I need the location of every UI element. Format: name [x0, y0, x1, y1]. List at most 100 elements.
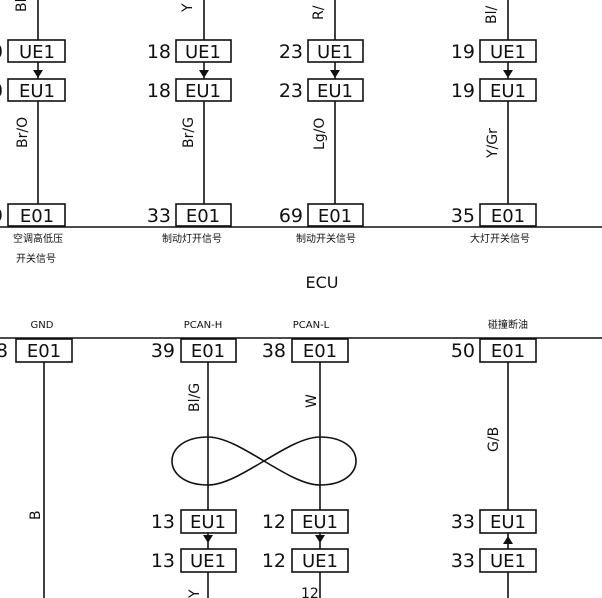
wire-b3-bottom-label: 12 — [301, 586, 319, 598]
top-wires — [37, 0, 509, 205]
eu1-box-b3 — [291, 509, 349, 534]
ue1-pin-c3: 23 — [279, 41, 303, 63]
ue1-box-c4 — [479, 39, 537, 63]
arrows-bottom — [203, 535, 513, 544]
eu1-pin-b2: 13 — [151, 511, 175, 533]
eu1-row-top — [7, 78, 537, 102]
signal-b3: PCAN-L — [293, 320, 330, 331]
eu1-label-c4: EU1 — [490, 81, 526, 102]
eu1-box-c2 — [175, 78, 232, 102]
ue1-label-c3: UE1 — [317, 42, 353, 63]
ue1-label-c2: UE1 — [185, 42, 221, 63]
e01-pin-c4: 35 — [451, 205, 475, 227]
eu1-label-c1: EU1 — [19, 81, 55, 102]
e01-box-b1 — [15, 338, 73, 363]
arrow-c3 — [330, 70, 340, 78]
wire-b3-label: W — [304, 394, 320, 408]
wire-top-c3: R/ — [311, 5, 327, 20]
ue1-pin-b2: 13 — [151, 550, 175, 572]
e01-box-c3 — [307, 203, 364, 227]
e01-box-b4 — [479, 338, 537, 363]
e01-box-c2 — [175, 203, 232, 227]
ue1-box-b3 — [291, 548, 349, 573]
ue1-box-c1 — [7, 39, 66, 63]
e01-box-b2 — [180, 338, 237, 363]
wire-mid-c4: Y/Gr — [485, 128, 501, 159]
wire-b2-bottom-label: Y — [187, 589, 203, 598]
ue1-label-b2: UE1 — [190, 551, 226, 572]
ue1-pin-c2: 18 — [147, 41, 171, 63]
eu1-row-bottom — [180, 509, 537, 534]
e01-pin-b4: 50 — [451, 340, 475, 362]
eu1-pin-b4: 33 — [451, 511, 475, 533]
wire-mid-c3: Lg/O — [312, 118, 328, 150]
eu1-pin-c1: 0 — [0, 80, 3, 102]
arrows-top — [33, 70, 513, 78]
wire-top-c4: Bl/ — [484, 6, 500, 24]
e01-pin-c3: 69 — [279, 205, 303, 227]
wire-mid-c2: Br/G — [181, 117, 197, 148]
eu1-pin-c4: 19 — [451, 80, 475, 102]
wire-top-c1: Bl — [14, 0, 30, 12]
signal-c2: 制动灯开信号 — [162, 232, 222, 245]
e01-box-c4 — [479, 203, 537, 227]
arrow-c2 — [199, 70, 209, 78]
e01-label-c2: E01 — [186, 206, 220, 227]
ue1-label-c4: UE1 — [490, 42, 526, 63]
signal-c3: 制动开关信号 — [296, 232, 356, 245]
signal-b2: PCAN-H — [184, 320, 222, 331]
eu1-pin-b3: 12 — [262, 511, 286, 533]
ue1-label-b3: UE1 — [302, 551, 338, 572]
wire-top-c2: Y — [180, 3, 196, 13]
eu1-label-c3: EU1 — [317, 81, 353, 102]
ue1-label-c1: UE1 — [19, 42, 55, 63]
e01-pin-b2: 39 — [151, 340, 175, 362]
eu1-box-c1 — [7, 78, 66, 102]
arrow-b4 — [503, 536, 513, 544]
ue1-row-top — [7, 39, 537, 63]
signal-b1: GND — [31, 320, 54, 331]
signal-b4: 碰撞断油 — [488, 318, 528, 331]
arrow-b2 — [203, 535, 213, 543]
ue1-pin-b3: 12 — [262, 550, 286, 572]
eu1-label-b4: EU1 — [490, 512, 526, 533]
eu1-label-b3: EU1 — [302, 512, 338, 533]
eu1-box-b2 — [180, 509, 237, 534]
eu1-label-c2: EU1 — [185, 81, 221, 102]
e01-label-c4: E01 — [491, 206, 525, 227]
eu1-label-b2: EU1 — [190, 512, 226, 533]
wire-b4-label: G/B — [486, 427, 502, 452]
e01-box-b3 — [291, 338, 349, 363]
arrow-c1 — [33, 70, 43, 78]
wire-b2-label: Bl/G — [187, 383, 203, 412]
signal-c1-line2: 开关信号 — [16, 252, 56, 265]
eu1-box-c3 — [307, 78, 364, 102]
arrow-b3 — [315, 535, 325, 543]
ecu-label: ECU — [306, 273, 339, 292]
wire-b1-label: B — [28, 510, 44, 520]
eu1-box-c4 — [479, 78, 537, 102]
e01-label-c1: E01 — [20, 206, 54, 227]
e01-pin-b1: 8 — [0, 340, 8, 362]
e01-pin-b3: 38 — [262, 340, 286, 362]
e01-pin-c2: 33 — [147, 205, 171, 227]
ue1-pin-c4: 19 — [451, 41, 475, 63]
twisted-pair-symbol — [171, 436, 357, 486]
wire-mid-c1: Br/O — [15, 117, 31, 148]
e01-label-c3: E01 — [318, 206, 352, 227]
e01-label-b4: E01 — [491, 341, 525, 362]
arrow-c4 — [503, 70, 513, 78]
signal-c1-line1: 空调高低压 — [13, 232, 63, 245]
ue1-label-b4: UE1 — [490, 551, 526, 572]
e01-row-top — [7, 203, 537, 227]
ue1-pin-c1: 0 — [0, 41, 3, 63]
eu1-pin-c2: 18 — [147, 80, 171, 102]
ue1-box-b2 — [180, 548, 237, 573]
e01-row-bottom — [15, 338, 537, 363]
e01-pin-c1: 9 — [0, 205, 3, 227]
ue1-box-c3 — [307, 39, 364, 63]
e01-label-b1: E01 — [27, 341, 61, 362]
eu1-box-b4 — [479, 509, 537, 534]
e01-label-b2: E01 — [191, 341, 225, 362]
